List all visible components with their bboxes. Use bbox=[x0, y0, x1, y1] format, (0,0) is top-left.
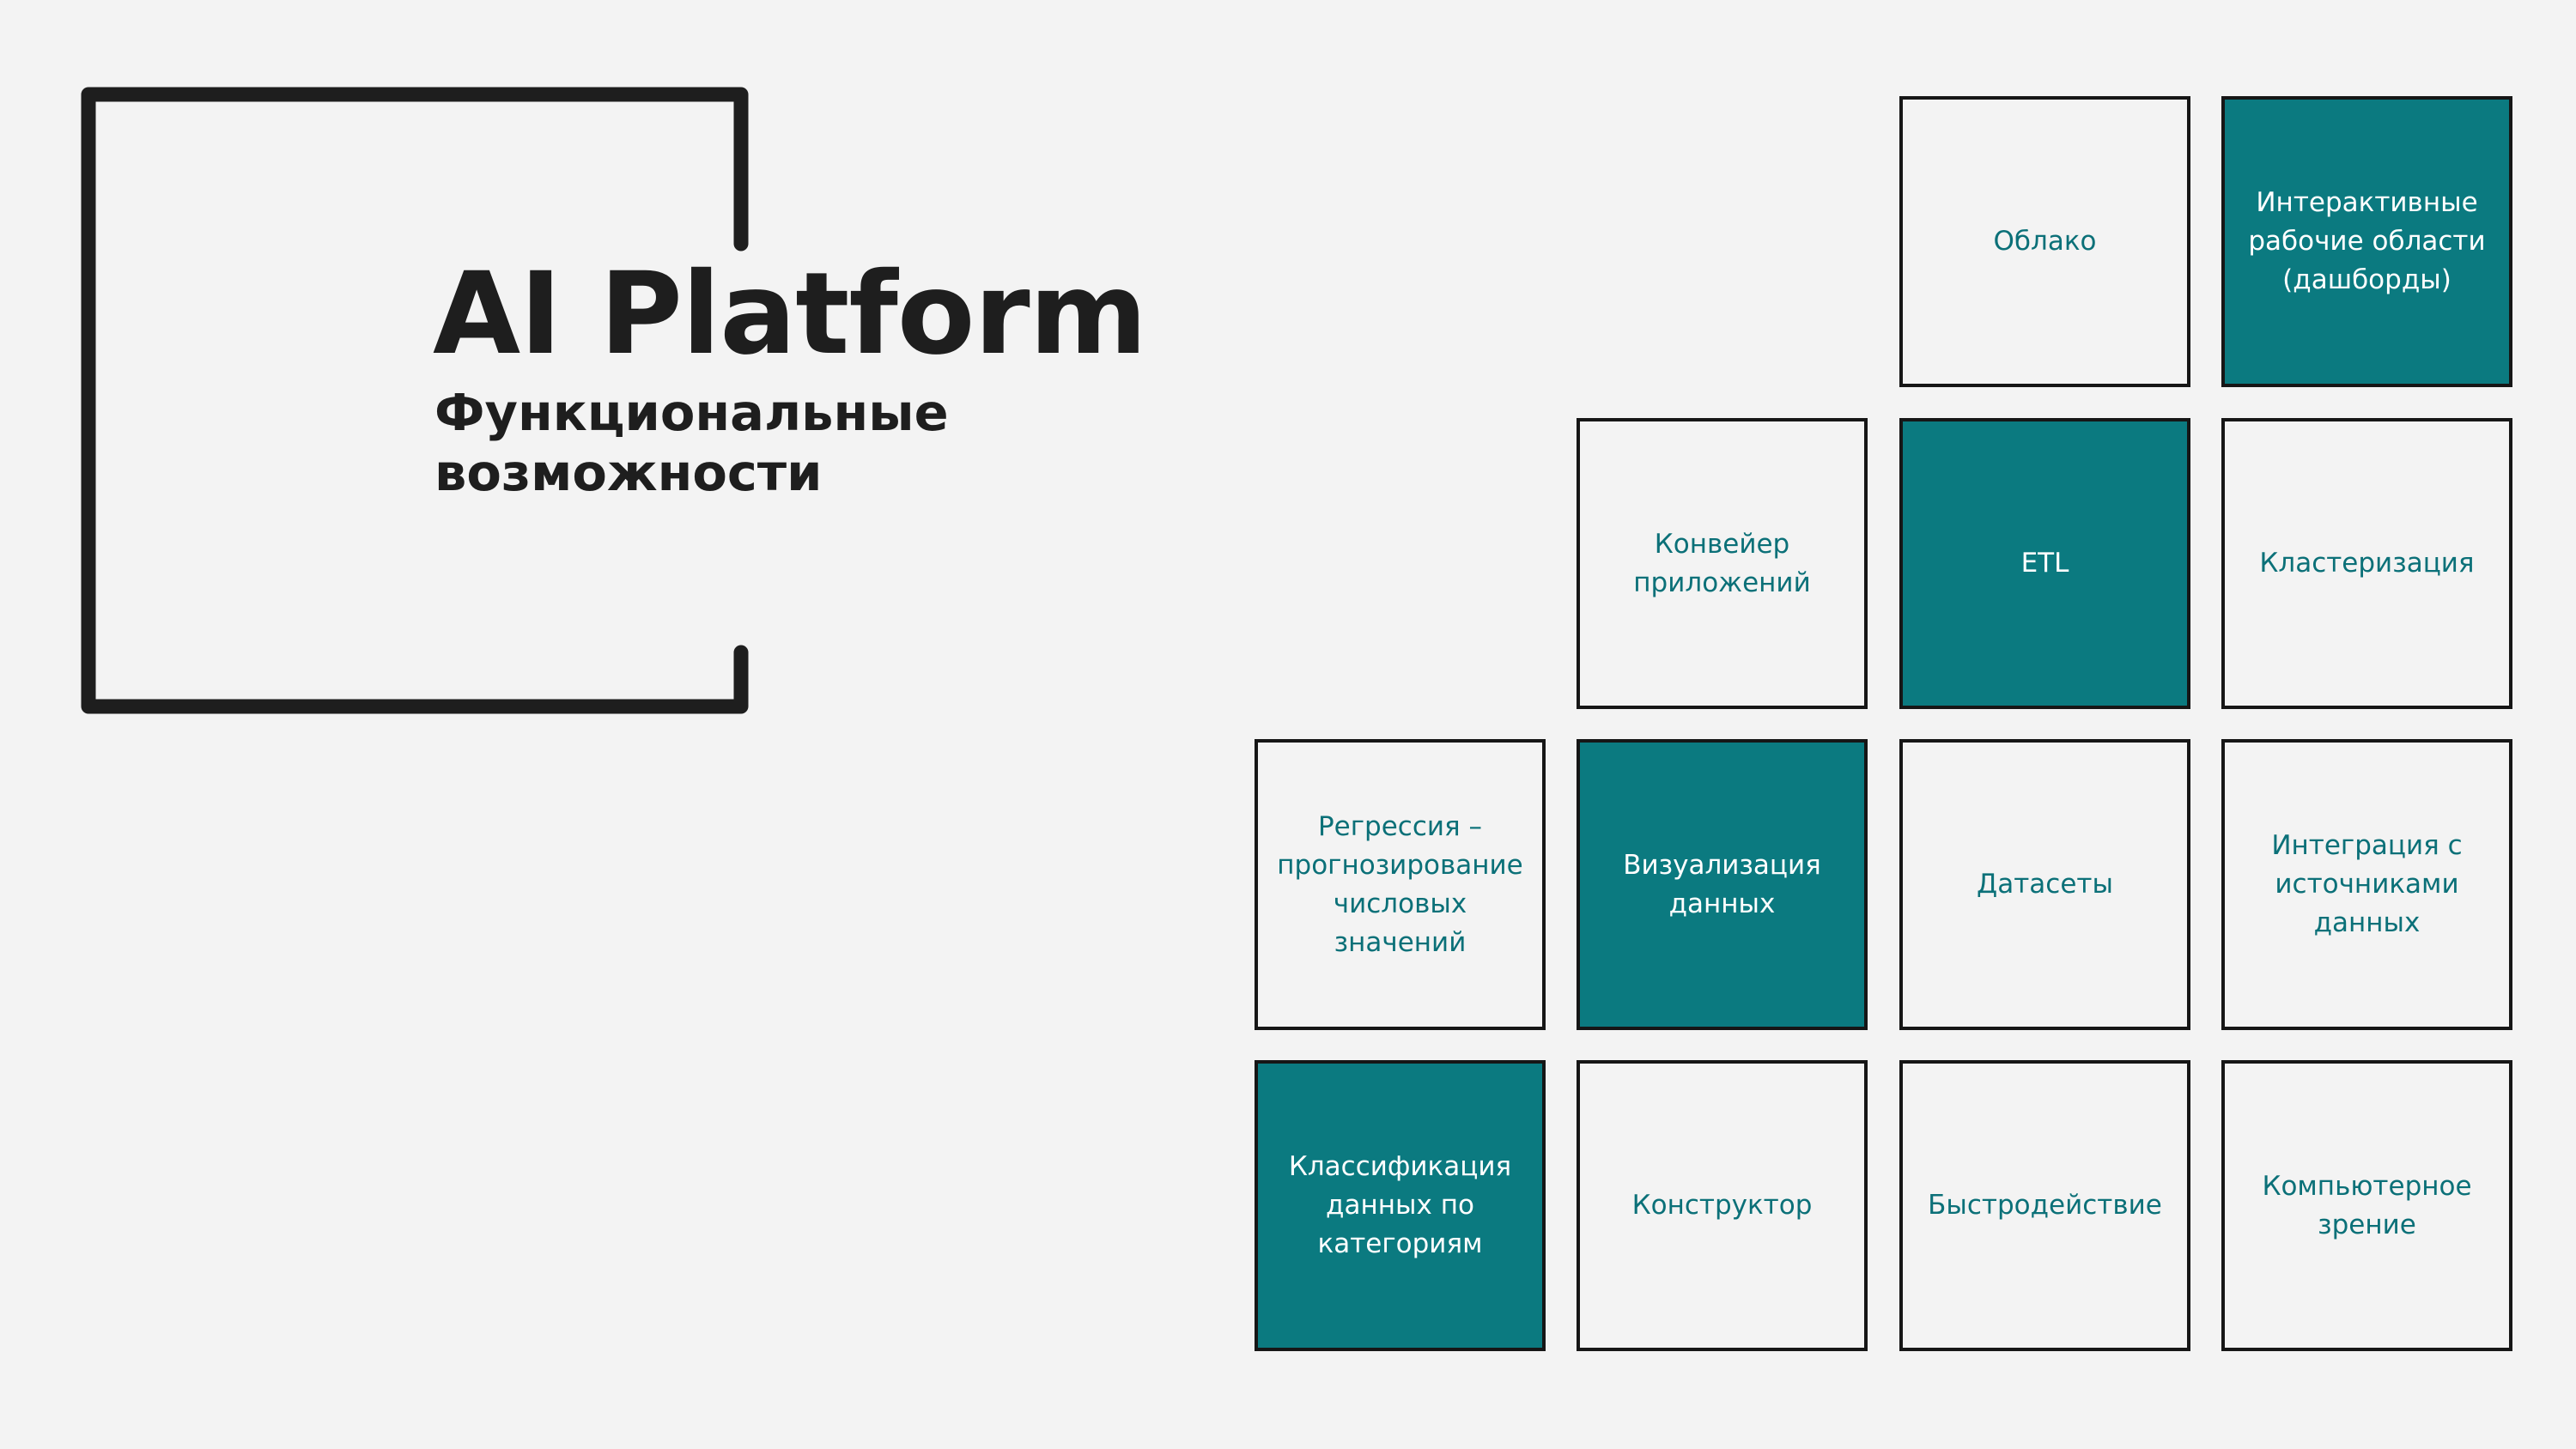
feature-tile-label: Кластеризация bbox=[2259, 548, 2475, 579]
feature-tile-cloud: Облако bbox=[1899, 96, 2190, 387]
feature-tile-label: ETL bbox=[2020, 548, 2069, 579]
feature-tile-computer-vision: Компьютерное зрение bbox=[2221, 1060, 2512, 1351]
feature-tile-label: Конструктор bbox=[1631, 1190, 1813, 1221]
feature-tile-label: Регрессия – прогнозирование числовых зна… bbox=[1277, 810, 1523, 958]
feature-tile-label: Конвейер приложений bbox=[1633, 528, 1811, 598]
feature-tile-data-visualization: Визуализация данных bbox=[1577, 739, 1868, 1030]
feature-tile-label: Датасеты bbox=[1977, 869, 2113, 900]
feature-tile-label: Классификация данных по категориям bbox=[1288, 1151, 1512, 1259]
feature-tile-performance: Быстродействие bbox=[1899, 1060, 2190, 1351]
feature-tile-label: Быстродействие bbox=[1928, 1190, 2162, 1221]
feature-tile-label: Интеграция с источниками данных bbox=[2271, 830, 2463, 938]
feature-tile-clustering: Кластеризация bbox=[2221, 418, 2512, 709]
feature-tile-data-source-integration: Интеграция с источниками данных bbox=[2221, 739, 2512, 1030]
feature-tile-etl: ETL bbox=[1899, 418, 2190, 709]
feature-tile-label: Визуализация данных bbox=[1623, 849, 1821, 919]
feature-tile-datasets: Датасеты bbox=[1899, 739, 2190, 1030]
feature-tile-classification: Классификация данных по категориям bbox=[1255, 1060, 1546, 1351]
feature-tile-label: Компьютерное зрение bbox=[2262, 1170, 2472, 1240]
feature-tile-constructor: Конструктор bbox=[1577, 1060, 1868, 1351]
feature-tile-app-pipeline: Конвейер приложений bbox=[1577, 418, 1868, 709]
page-title: AI Platform bbox=[433, 248, 1147, 380]
feature-tile-label: Облако bbox=[1993, 226, 2097, 257]
feature-tile-label: Интерактивные рабочие области (дашборды) bbox=[2248, 187, 2486, 295]
page-subtitle: Функциональные возможности bbox=[434, 383, 949, 502]
feature-tile-dashboards: Интерактивные рабочие области (дашборды) bbox=[2221, 96, 2512, 387]
feature-tile-regression: Регрессия – прогнозирование числовых зна… bbox=[1255, 739, 1546, 1030]
